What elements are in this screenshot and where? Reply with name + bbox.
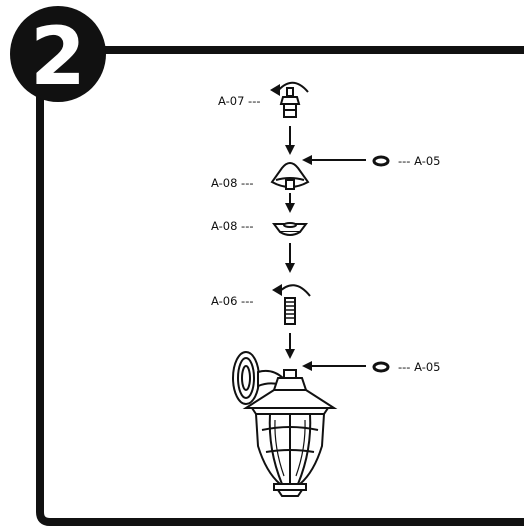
label-lower-fitting: A-08 --- xyxy=(211,219,254,233)
down-arrow-icon xyxy=(285,193,295,213)
step-frame xyxy=(36,85,524,526)
rotate-arrow-head xyxy=(270,84,280,96)
threaded-rod-part xyxy=(284,297,296,325)
lantern-fixture xyxy=(232,351,338,497)
rotate-arrow-head xyxy=(272,284,282,296)
o-ring-icon xyxy=(372,155,390,167)
label-threaded-rod: A-06 --- xyxy=(211,294,254,308)
left-arrow-icon xyxy=(302,361,366,371)
left-arrow-icon xyxy=(302,155,366,165)
rotate-arrow-icon xyxy=(277,284,311,297)
label-top-cap: A-07 --- xyxy=(218,94,261,108)
label-washer-lower: --- A-05 xyxy=(398,360,441,374)
label-washer-upper: --- A-05 xyxy=(398,154,441,168)
step-badge: 2 xyxy=(10,6,106,103)
o-ring-icon xyxy=(372,361,390,373)
down-arrow-icon xyxy=(285,243,295,273)
top-cap-part xyxy=(279,87,301,118)
upper-fitting-part xyxy=(270,162,310,190)
down-arrow-icon xyxy=(285,126,295,155)
down-arrow-icon xyxy=(285,333,295,359)
step-number: 2 xyxy=(30,10,86,103)
label-upper-fitting: A-08 --- xyxy=(211,176,254,190)
lower-fitting-part xyxy=(272,222,308,236)
